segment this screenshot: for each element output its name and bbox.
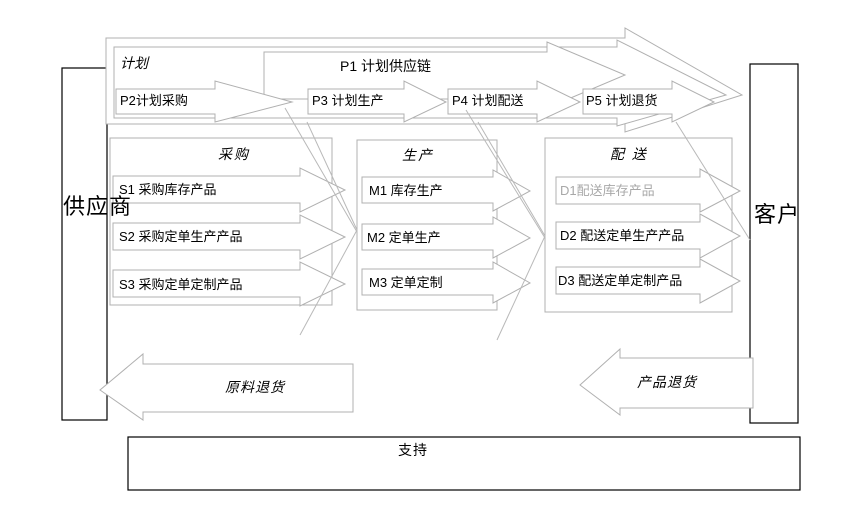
crossing-line-source-up	[284, 107, 358, 233]
material-return-label: 原料退货	[225, 379, 285, 395]
p2-arrow	[115, 80, 294, 123]
s2-arrow	[112, 214, 347, 260]
d2-arrow	[555, 213, 742, 259]
product-return-arrow	[579, 347, 754, 416]
p1-label: P1 计划供应链	[340, 58, 432, 74]
customer-label: 客户	[754, 202, 801, 227]
supplier-box	[61, 67, 108, 421]
m2-label: M2 定单生产	[367, 230, 441, 245]
deliver-section-box	[544, 137, 733, 313]
supplier-label: 供应商	[63, 194, 133, 219]
plan-section-label: 计划	[120, 55, 148, 71]
support-box	[127, 436, 801, 491]
make-section-box	[356, 139, 498, 311]
product-return-label: 产品退货	[637, 374, 697, 390]
d3-arrow	[555, 258, 742, 304]
p4-arrow	[447, 80, 582, 123]
s3-label: S3 采购定单定制产品	[119, 277, 243, 292]
m1-arrow	[361, 169, 532, 212]
crossing-line-p4-down	[477, 121, 546, 237]
make-section-label: 生产	[402, 147, 434, 163]
crossing-line-p3-down-left	[306, 121, 358, 231]
crossing-line-deliver-down	[496, 235, 546, 341]
p3-arrow	[307, 80, 448, 123]
m1-label: M1 库存生产	[369, 183, 443, 198]
source-section-label: 采购	[218, 146, 250, 162]
p4-label: P4 计划配送	[452, 93, 524, 108]
crossing-line-deliver-up	[465, 109, 546, 239]
d1-label: D1配送库存产品	[560, 183, 655, 198]
d3-label: D3 配送定单定制产品	[558, 273, 683, 288]
m3-label: M3 定单定制	[369, 275, 443, 290]
m3-arrow	[361, 261, 532, 304]
s3-arrow	[112, 261, 347, 307]
crossing-line-p5-down	[675, 121, 751, 241]
crossing-line-up-left	[299, 229, 358, 336]
p2-label: P2计划采购	[120, 93, 188, 108]
material-return-arrow	[99, 352, 354, 421]
d2-label: D2 配送定单生产产品	[560, 228, 685, 243]
p3-label: P3 计划生产	[312, 93, 384, 108]
support-label: 支持	[398, 442, 428, 458]
s1-label: S1 采购库存产品	[119, 182, 217, 197]
p5-label: P5 计划退货	[586, 93, 658, 108]
customer-box	[749, 63, 799, 424]
source-section-box	[109, 137, 333, 306]
deliver-section-label: 配 送	[610, 146, 648, 162]
s1-arrow	[112, 167, 347, 213]
m2-arrow	[361, 216, 532, 259]
p5-arrow	[582, 80, 716, 123]
s2-label: S2 采购定单生产产品	[119, 229, 243, 244]
d1-arrow	[555, 168, 742, 213]
